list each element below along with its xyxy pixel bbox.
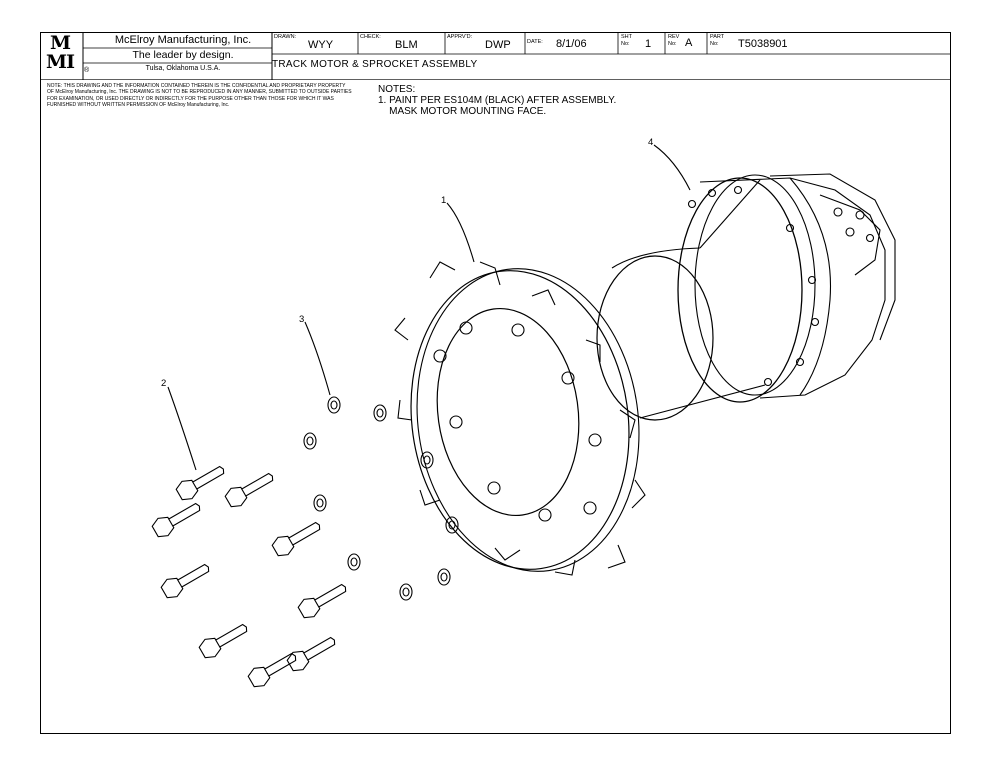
logo-line-1: M bbox=[49, 32, 71, 54]
approved-value: DWP bbox=[485, 39, 511, 51]
sheet-value: 1 bbox=[645, 38, 652, 50]
date-value: 8/1/06 bbox=[556, 38, 587, 50]
title-block-grid bbox=[40, 32, 951, 80]
callout-4: 4 bbox=[648, 137, 654, 148]
leader-line-4 bbox=[653, 144, 691, 191]
lock-washers bbox=[303, 396, 459, 601]
rev-value: A bbox=[685, 37, 693, 49]
sheet-label-1: SHT bbox=[621, 34, 632, 40]
drawn-label: DRAWN: bbox=[274, 34, 297, 40]
track-motor bbox=[596, 173, 896, 421]
notes-block: NOTES: 1. PAINT PER ES104M (BLACK) AFTER… bbox=[378, 84, 616, 117]
company-name: McElroy Manufacturing, Inc. bbox=[114, 34, 252, 46]
drawing-sheet-border bbox=[40, 32, 951, 734]
note-line-1: 1. PAINT PER ES104M (BLACK) AFTER ASSEMB… bbox=[378, 95, 617, 106]
company-logo: M MI bbox=[42, 34, 78, 76]
leader-line-2 bbox=[167, 386, 197, 471]
callout-3: 3 bbox=[299, 314, 305, 325]
note-line-2: MASK MOTOR MOUNTING FACE. bbox=[378, 106, 547, 117]
rev-label-2: No: bbox=[668, 41, 677, 47]
registered-mark: ® bbox=[84, 67, 90, 74]
rev-label-1: REV bbox=[668, 34, 680, 40]
part-label-2: No: bbox=[710, 41, 719, 47]
date-label: DATE: bbox=[527, 39, 543, 45]
company-tagline: The leader by design. bbox=[132, 49, 234, 61]
notes-heading: NOTES: bbox=[378, 84, 416, 95]
leader-line-3 bbox=[304, 321, 331, 396]
part-label-1: PART bbox=[710, 34, 725, 40]
drawn-value: WYY bbox=[308, 39, 334, 51]
company-location: Tulsa, Oklahoma U.S.A. bbox=[145, 65, 221, 72]
hex-bolts bbox=[151, 465, 347, 688]
title-block: M MI McElroy Manufacturing, Inc. The lea… bbox=[40, 32, 951, 80]
proprietary-note: NOTE: THIS DRAWING AND THE INFORMATION C… bbox=[47, 83, 352, 109]
check-value: BLM bbox=[395, 39, 418, 51]
part-number: T5038901 bbox=[738, 38, 788, 50]
sheet-label-2: No: bbox=[621, 41, 630, 47]
approved-label: APPRV'D: bbox=[447, 34, 473, 40]
callout-2: 2 bbox=[161, 378, 167, 389]
logo-line-2: MI bbox=[46, 51, 75, 73]
sprocket bbox=[394, 261, 646, 576]
callout-1: 1 bbox=[441, 195, 447, 206]
check-label: CHECK: bbox=[360, 34, 381, 40]
drawing-title: TRACK MOTOR & SPROCKET ASSEMBLY bbox=[272, 59, 478, 70]
leader-line-1 bbox=[446, 202, 475, 263]
